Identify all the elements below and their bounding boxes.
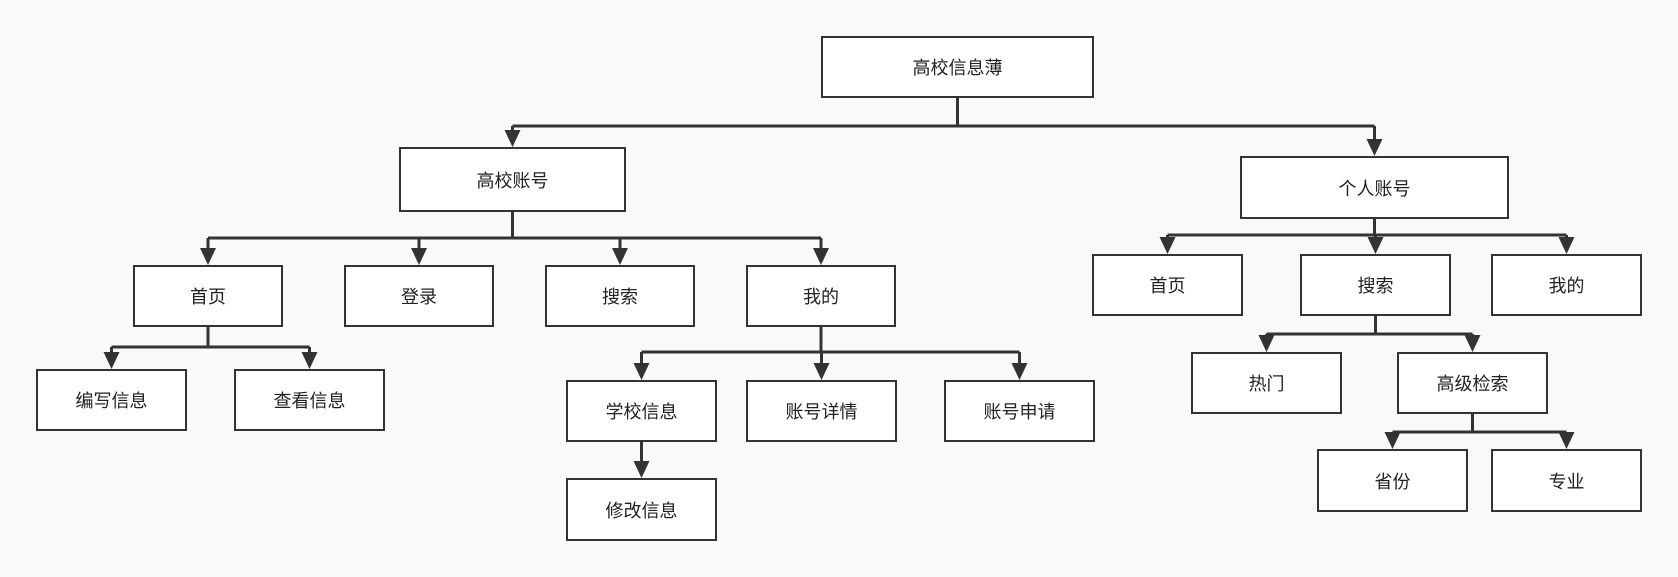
arrow-head [1464, 335, 1481, 352]
arrow-head [1159, 237, 1176, 254]
arrow-head [1366, 139, 1383, 156]
arrow-head [1558, 432, 1575, 449]
node-school-edit-info: 修改信息 [566, 478, 717, 541]
arrow-head [301, 352, 318, 369]
arrow-head [813, 248, 829, 265]
arrow-head [411, 248, 427, 265]
arrow-head [1011, 363, 1028, 380]
arrow-head [103, 352, 120, 369]
node-school-view-info: 查看信息 [234, 369, 385, 431]
node-personal-account: 个人账号 [1240, 156, 1509, 219]
arrow-head [633, 363, 650, 380]
arrow-head [1558, 237, 1575, 254]
arrow-head [1258, 335, 1275, 352]
node-personal-adv-search: 高级检索 [1397, 352, 1548, 414]
node-personal-home: 首页 [1092, 254, 1243, 316]
node-school-write-info: 编写信息 [36, 369, 187, 431]
node-school-login: 登录 [344, 265, 494, 327]
node-school-home: 首页 [133, 265, 283, 327]
node-personal-search: 搜索 [1300, 254, 1451, 316]
node-school-mine: 我的 [746, 265, 896, 327]
node-personal-major: 专业 [1491, 449, 1642, 512]
node-school-account-apply: 账号申请 [944, 380, 1095, 442]
node-personal-hot: 热门 [1191, 352, 1342, 414]
arrow-head [633, 461, 650, 478]
node-school-info: 学校信息 [566, 380, 717, 442]
arrow-head [1384, 432, 1401, 449]
arrow-head [504, 130, 521, 147]
node-personal-mine: 我的 [1491, 254, 1642, 316]
arrow-head [813, 363, 830, 380]
node-root: 高校信息薄 [821, 36, 1094, 98]
node-personal-province: 省份 [1317, 449, 1468, 512]
arrow-head [612, 248, 628, 265]
arrow-head [1367, 237, 1384, 254]
node-school-account-detail: 账号详情 [746, 380, 897, 442]
node-school-search: 搜索 [545, 265, 695, 327]
node-school-account: 高校账号 [399, 147, 626, 212]
arrow-head [200, 248, 216, 265]
